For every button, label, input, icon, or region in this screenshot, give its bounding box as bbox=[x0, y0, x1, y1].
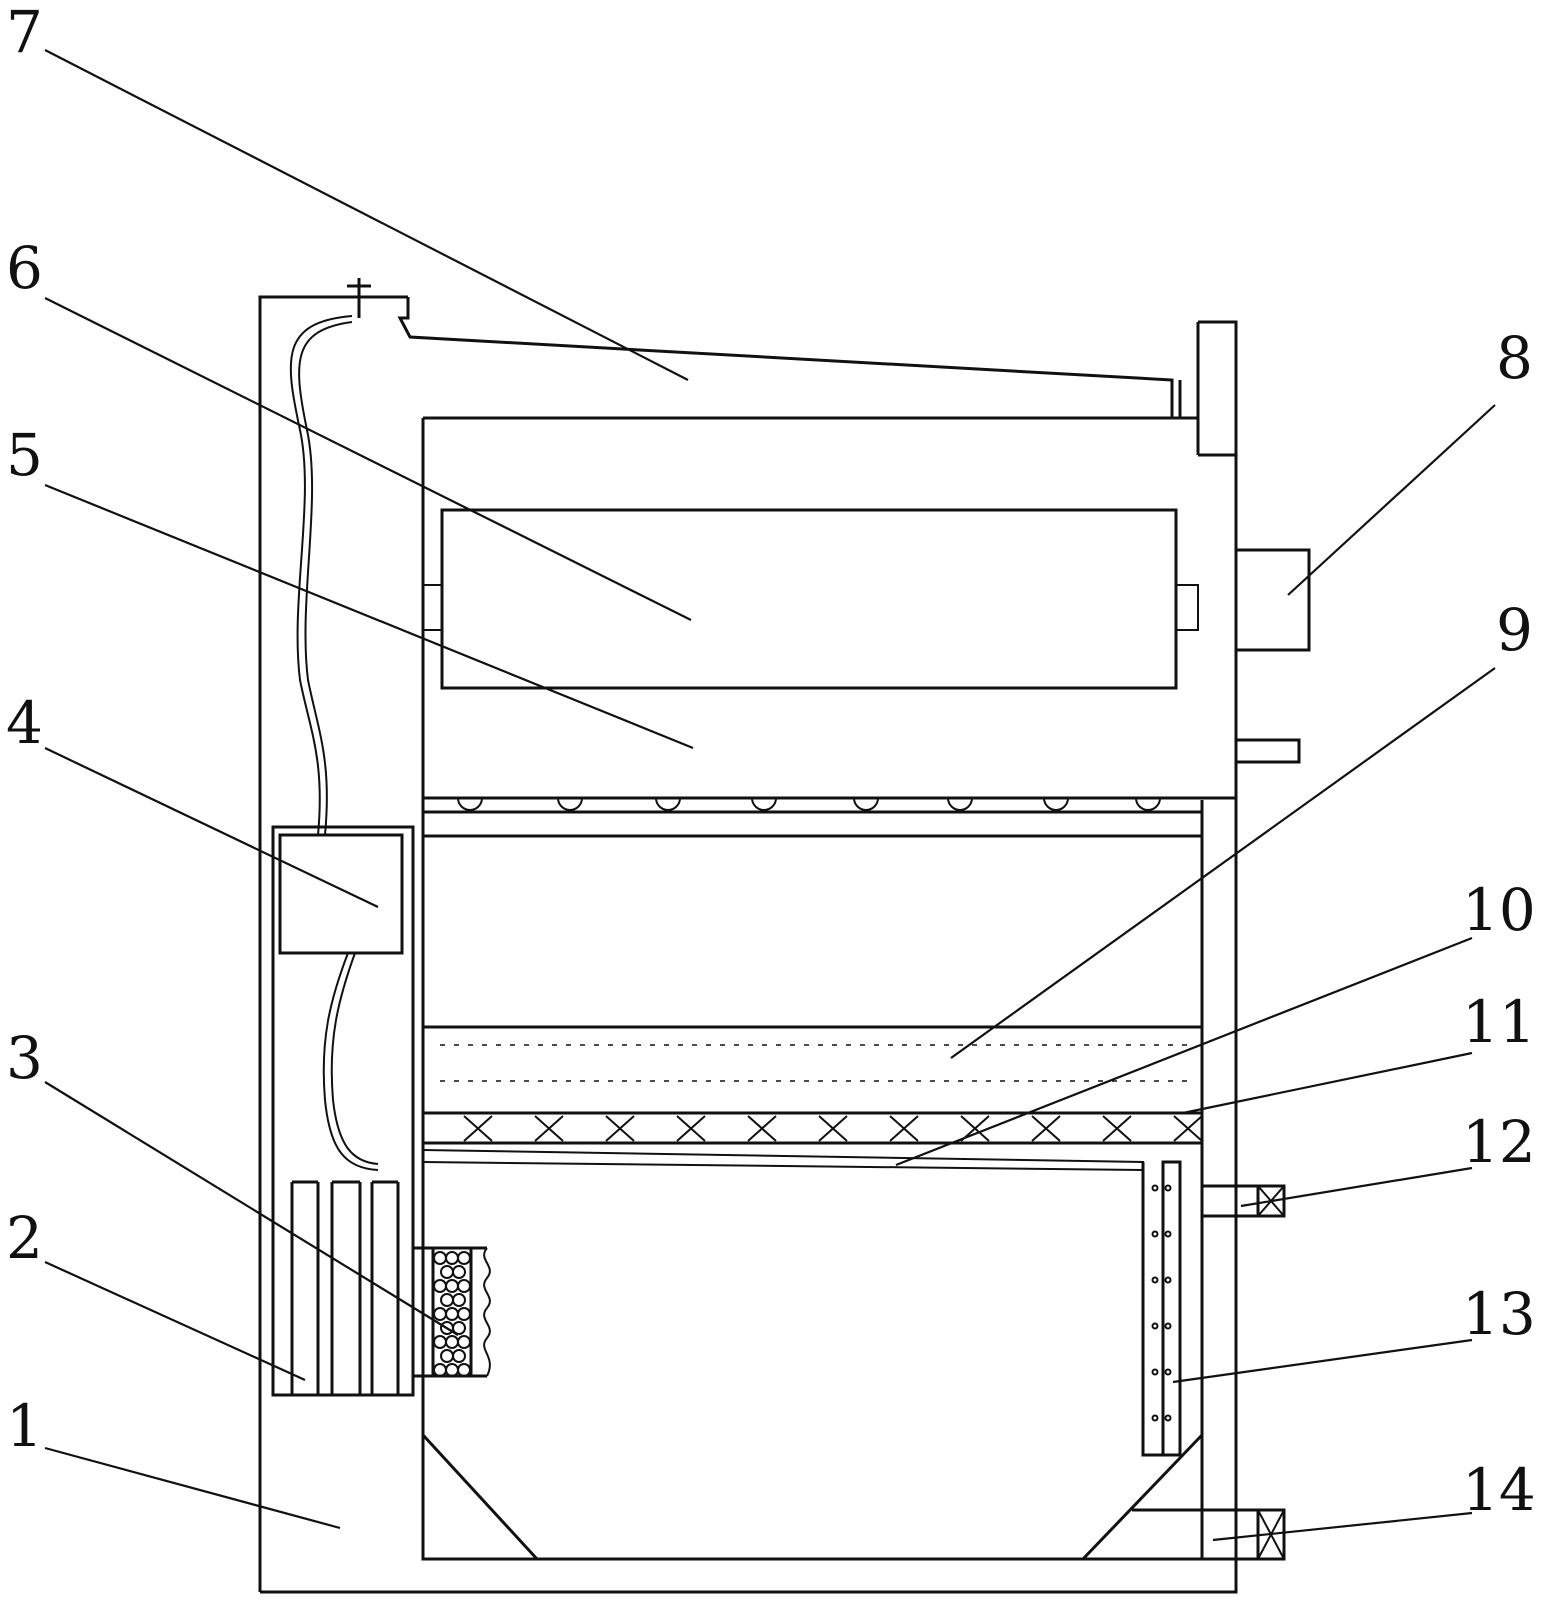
honeycomb-cell bbox=[452, 1321, 466, 1335]
honeycomb-filter bbox=[411, 1246, 491, 1378]
label-4: 4 bbox=[6, 689, 43, 757]
label-10: 10 bbox=[1462, 876, 1536, 944]
honeycomb-cell bbox=[440, 1293, 454, 1307]
label-6: 6 bbox=[6, 234, 43, 302]
inclined-top-cover bbox=[397, 297, 1182, 420]
honeycomb-cell bbox=[433, 1335, 447, 1349]
pipe-hole bbox=[1164, 1184, 1172, 1192]
honeycomb-cell bbox=[457, 1279, 471, 1293]
mesh-cross bbox=[1173, 1115, 1203, 1142]
pipe-hole bbox=[1151, 1414, 1159, 1422]
label-8: 8 bbox=[1496, 324, 1533, 392]
mesh-cross bbox=[818, 1115, 848, 1142]
side-pipe-stub bbox=[1234, 738, 1301, 764]
inner-chamber bbox=[421, 416, 1236, 1561]
motor-box bbox=[1234, 548, 1311, 652]
leader-lines bbox=[44, 49, 1496, 1542]
mesh-cross bbox=[534, 1115, 564, 1142]
pipe-hole bbox=[1164, 1368, 1172, 1376]
pipe-hole bbox=[1151, 1230, 1159, 1238]
pipe-hole bbox=[1164, 1276, 1172, 1284]
label-1: 1 bbox=[6, 1392, 43, 1460]
honeycomb-cell bbox=[445, 1335, 459, 1349]
mesh-cross bbox=[676, 1115, 706, 1142]
honeycomb-cell bbox=[457, 1335, 471, 1349]
label-5: 5 bbox=[6, 421, 43, 489]
pipe-hole bbox=[1151, 1276, 1159, 1284]
honeycomb-cell bbox=[440, 1349, 454, 1363]
label-13: 13 bbox=[1462, 1280, 1536, 1348]
honeycomb-cell bbox=[452, 1293, 466, 1307]
pipe-hole bbox=[1151, 1184, 1159, 1192]
control-box bbox=[278, 833, 404, 955]
hose-upper bbox=[289, 315, 353, 836]
honeycomb-cell bbox=[457, 1251, 471, 1265]
water-tap bbox=[347, 278, 371, 318]
mesh-cross bbox=[1031, 1115, 1061, 1142]
pipe-hole bbox=[1164, 1322, 1172, 1330]
honeycomb-cell bbox=[440, 1265, 454, 1279]
spray-nozzle-bar bbox=[423, 797, 1202, 838]
honeycomb-cell bbox=[445, 1279, 459, 1293]
honeycomb-cell bbox=[445, 1251, 459, 1265]
label-14: 14 bbox=[1462, 1456, 1536, 1524]
honeycomb-cell bbox=[433, 1363, 447, 1377]
pipe-hole bbox=[1151, 1322, 1159, 1330]
dotted-filter-layer bbox=[423, 1025, 1202, 1115]
label-7: 7 bbox=[6, 0, 43, 66]
hopper-bottom bbox=[421, 1433, 1204, 1561]
mesh-cross bbox=[463, 1115, 493, 1142]
label-3: 3 bbox=[6, 1024, 43, 1092]
cross-mesh-layer bbox=[423, 1115, 1203, 1145]
honeycomb-cell bbox=[433, 1307, 447, 1321]
honeycomb-cell bbox=[457, 1363, 471, 1377]
honeycomb-cell bbox=[445, 1363, 459, 1377]
drum-roller bbox=[422, 508, 1199, 690]
honeycomb-cell bbox=[433, 1251, 447, 1265]
outer-housing bbox=[258, 295, 1238, 1594]
label-12: 12 bbox=[1462, 1108, 1536, 1176]
mesh-cross bbox=[747, 1115, 777, 1142]
honeycomb-cell bbox=[452, 1265, 466, 1279]
upper-valve bbox=[1200, 1184, 1286, 1218]
perforated-pipe bbox=[1141, 1160, 1182, 1457]
honeycomb-cell bbox=[433, 1279, 447, 1293]
mesh-cross bbox=[889, 1115, 919, 1142]
mesh-cross bbox=[605, 1115, 635, 1142]
mesh-cross bbox=[1102, 1115, 1132, 1142]
pipe-hole bbox=[1151, 1368, 1159, 1376]
honeycomb-cell bbox=[457, 1307, 471, 1321]
left-compartment bbox=[271, 825, 415, 1397]
honeycomb-cell bbox=[445, 1307, 459, 1321]
label-9: 9 bbox=[1496, 596, 1533, 664]
inclined-plate bbox=[422, 1149, 1144, 1455]
honeycomb-cell bbox=[452, 1349, 466, 1363]
hose-lower bbox=[322, 952, 379, 1171]
label-11: 11 bbox=[1462, 988, 1536, 1056]
pipe-hole bbox=[1164, 1414, 1172, 1422]
battery-pack bbox=[290, 1180, 400, 1395]
label-2: 2 bbox=[6, 1204, 43, 1272]
pipe-hole bbox=[1164, 1230, 1172, 1238]
